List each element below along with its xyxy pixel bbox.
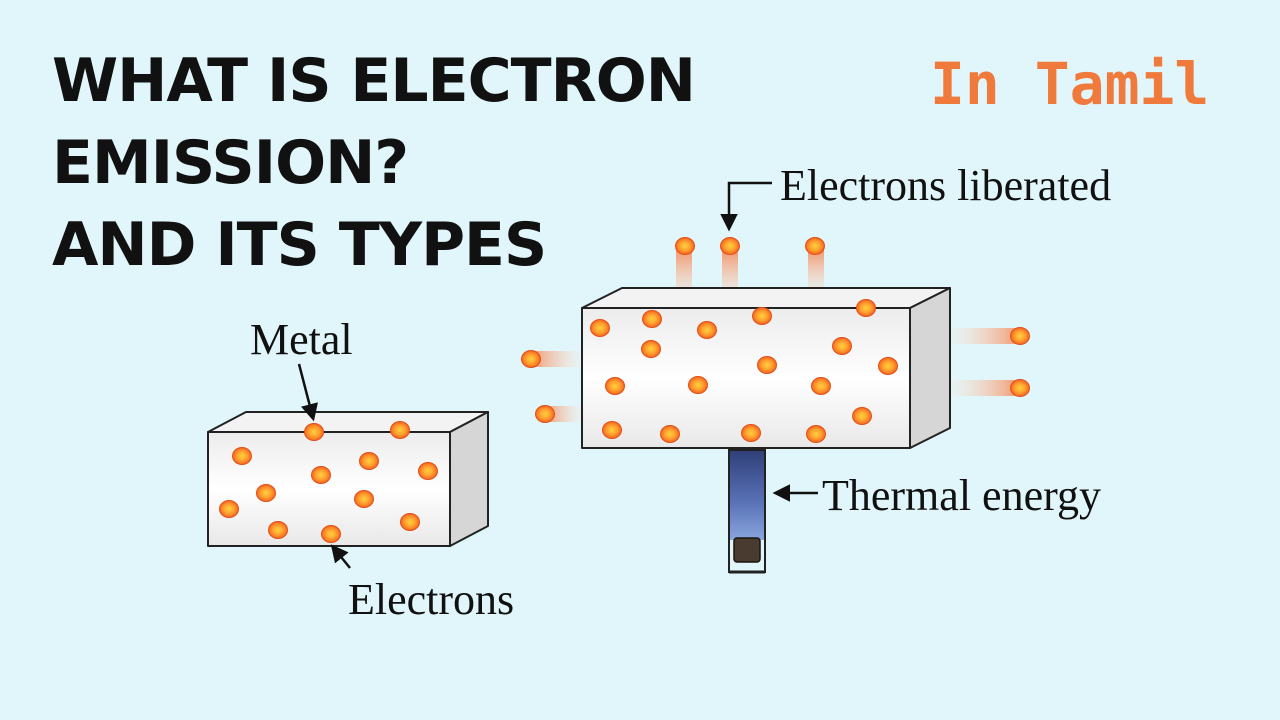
electron-icon <box>1010 379 1030 397</box>
electron-icon <box>311 466 331 484</box>
electron-icon <box>359 452 379 470</box>
metal-arrow <box>297 363 318 422</box>
electrons-label: Electrons <box>348 575 515 624</box>
title-line-2: EMISSION? <box>52 128 409 198</box>
electron-icon <box>256 484 276 502</box>
electron-icon <box>304 423 324 441</box>
electron-icon <box>1010 327 1030 345</box>
electron-icon <box>688 376 708 394</box>
electron-icon <box>219 500 239 518</box>
electron-icon <box>354 490 374 508</box>
electron-icon <box>752 307 772 325</box>
thermal-energy-label: Thermal energy <box>822 471 1101 520</box>
emission-trail <box>808 248 824 298</box>
electron-icon <box>605 377 625 395</box>
electrons-right <box>521 237 1030 443</box>
electron-icon <box>741 424 761 442</box>
electron-icon <box>521 350 541 368</box>
metal-label: Metal <box>250 315 353 364</box>
electron-icon <box>641 340 661 358</box>
electrons-arrow <box>330 544 351 569</box>
electron-icon <box>697 321 717 339</box>
electron-icon <box>590 319 610 337</box>
electron-icon <box>757 356 777 374</box>
title-line-3: AND ITS TYPES <box>52 210 547 280</box>
electron-icon <box>852 407 872 425</box>
emission-trail <box>950 328 1022 344</box>
electrons-liberated-label: Electrons liberated <box>780 161 1112 210</box>
title-line-1: WHAT IS ELECTRON <box>52 46 696 116</box>
electrons-left <box>219 421 438 543</box>
emission-trail <box>950 380 1022 396</box>
metal-block-right-front <box>581 307 911 449</box>
electron-icon <box>268 521 288 539</box>
electron-icon <box>806 425 826 443</box>
pointer-arrows <box>297 181 818 569</box>
burner-icon <box>728 449 766 574</box>
electron-icon <box>321 525 341 543</box>
electron-icon <box>878 357 898 375</box>
electrons-liberated-arrow <box>720 181 772 232</box>
electron-icon <box>805 237 825 255</box>
burner-nozzle <box>733 537 761 563</box>
electron-icon <box>811 377 831 395</box>
electron-icon <box>390 421 410 439</box>
electron-icon <box>832 337 852 355</box>
electron-icon <box>720 237 740 255</box>
electron-icon <box>400 513 420 531</box>
electron-icon <box>642 310 662 328</box>
metal-block-right-top <box>581 287 951 309</box>
language-tag: In Tamil <box>930 50 1210 118</box>
metal-block-right-side <box>909 287 951 449</box>
electron-icon <box>856 299 876 317</box>
metal-block-left-top <box>207 411 489 433</box>
electron-icon <box>418 462 438 480</box>
burner-flame <box>729 450 765 540</box>
emission-trail <box>530 351 582 367</box>
electron-icon <box>660 425 680 443</box>
electron-icon <box>602 421 622 439</box>
metal-block-left-side <box>449 411 489 547</box>
electron-icon <box>675 237 695 255</box>
page-title: WHAT IS ELECTRON EMISSION? AND ITS TYPES <box>52 40 696 286</box>
metal-block-left <box>207 411 489 547</box>
electron-icon <box>535 405 555 423</box>
electron-icon <box>232 447 252 465</box>
